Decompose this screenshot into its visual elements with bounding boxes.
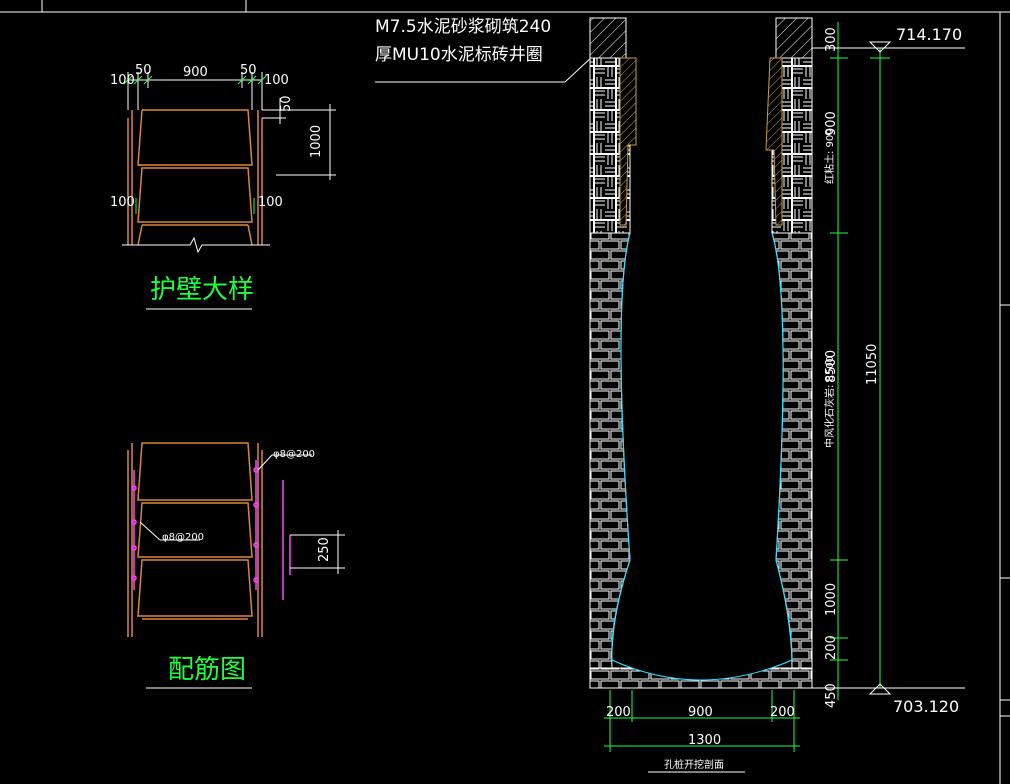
wall-dim-top-step: 50: [279, 95, 294, 112]
elevation-bottom: 703.120: [893, 697, 959, 716]
bottom-dim-mid: 900: [688, 705, 713, 720]
rebar-detail-title: 配筋图: [168, 655, 246, 685]
note-line-2: 厚MU10水泥标砖井圈: [375, 45, 543, 65]
section-dim-200: 200: [824, 635, 839, 660]
rebar-detail: [127, 442, 345, 689]
layer-label-middle: 中风化石灰岩: 8500: [823, 356, 836, 448]
section-dim-450: 450: [824, 683, 839, 708]
bottom-dim-left: 200: [606, 705, 631, 720]
pile-section: [589, 17, 965, 773]
wall-dim-height: 1000: [309, 125, 324, 158]
section-dim-total: 11050: [865, 344, 880, 385]
wall-detail: [122, 72, 336, 310]
rebar-dim-250: 250: [317, 537, 332, 562]
section-title: 孔桩开挖剖面: [664, 758, 724, 771]
section-dim-1000: 1000: [824, 583, 839, 616]
wall-dim-left-gap: 50: [135, 63, 152, 78]
wall-dim-left-mid: 100: [110, 195, 135, 210]
section-dim-900: 900: [824, 111, 839, 136]
wall-dim-left-outer: 100: [110, 73, 135, 88]
wall-dim-width: 900: [183, 65, 208, 80]
wall-detail-title: 护壁大样: [150, 275, 254, 305]
layer-label-upper: 红粘土: 900: [823, 128, 836, 184]
wall-dim-right-gap: 50: [240, 63, 257, 78]
bottom-dim-right: 200: [770, 705, 795, 720]
wall-dim-right-outer: 100: [264, 73, 289, 88]
note-line-1: M7.5水泥砂浆砌筑240: [375, 17, 551, 37]
section-dim-8500: 8500: [824, 350, 839, 383]
section-dim-300: 300: [824, 27, 839, 52]
elevation-top: 714.170: [896, 25, 962, 44]
bottom-dim-total: 1300: [688, 733, 721, 748]
rebar-label-top: φ8@200: [273, 449, 315, 460]
rebar-label-mid: φ8@200: [162, 532, 204, 543]
wall-dim-right-mid: 100: [258, 195, 283, 210]
